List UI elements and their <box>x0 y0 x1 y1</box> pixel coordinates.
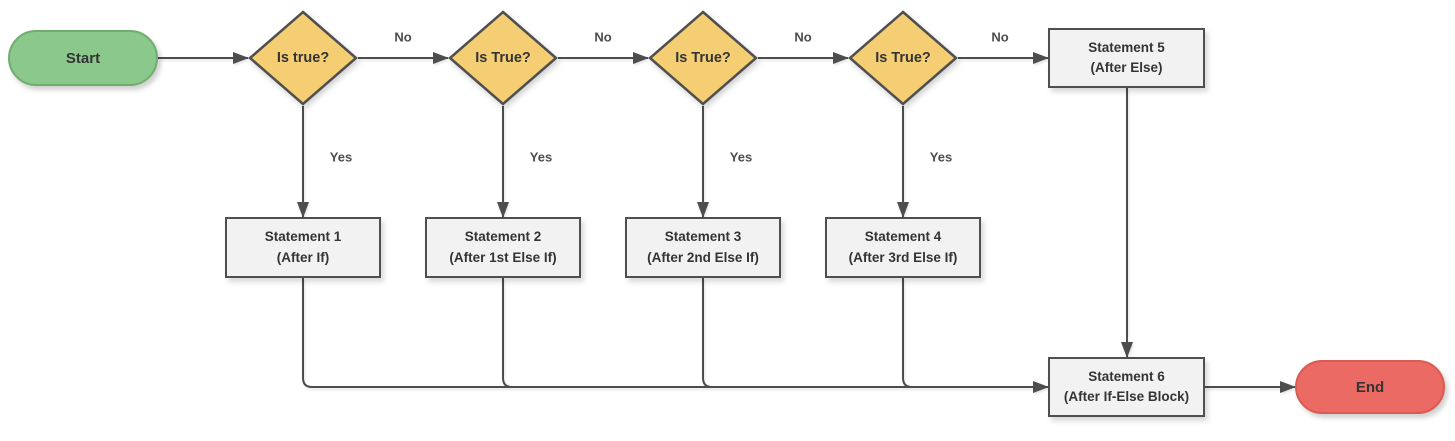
node-decision-1: Is true? <box>248 10 358 106</box>
node-decision-2-label: Is True? <box>475 50 531 66</box>
node-decision-1-label: Is true? <box>276 50 330 66</box>
node-statement-6-title: Statement 6 <box>1088 368 1165 384</box>
diamond-shape-icon <box>248 10 358 106</box>
node-start: Start <box>8 30 158 86</box>
node-statement-1-title: Statement 1 <box>264 229 342 245</box>
edge-label-yes-1: Yes <box>329 149 353 165</box>
node-end: End <box>1295 360 1445 414</box>
node-statement-5-title: Statement 5 <box>1088 39 1165 55</box>
node-statement-4-subtitle: (After 3rd Else If) <box>848 249 958 265</box>
diamond-shape-icon <box>448 10 558 106</box>
edge-statement2-merge <box>502 278 513 388</box>
edge-statement1-to-statement6 <box>302 278 1049 393</box>
node-statement-1: Statement 1 (After If) <box>225 217 381 278</box>
diamond-shape-icon <box>848 10 958 106</box>
node-decision-2: Is True? <box>448 10 558 106</box>
edge-statement4-merge <box>902 278 913 388</box>
node-statement-4-title: Statement 4 <box>864 229 942 245</box>
node-statement-3-subtitle: (After 2nd Else If) <box>647 249 759 265</box>
edge-statement3-merge <box>702 278 713 388</box>
node-statement-6-subtitle: (After If-Else Block) <box>1063 389 1190 404</box>
diamond-shape-icon <box>648 10 758 106</box>
node-decision-4-label: Is True? <box>875 50 931 66</box>
node-decision-3-label: Is True? <box>675 50 731 66</box>
node-statement-1-subtitle: (After If) <box>276 249 330 265</box>
node-statement-5: Statement 5 (After Else) <box>1048 28 1205 88</box>
node-statement-5-subtitle: (After Else) <box>1090 60 1163 75</box>
node-statement-4: Statement 4 (After 3rd Else If) <box>825 217 981 278</box>
edge-label-no-3: No <box>794 29 812 45</box>
node-statement-3-title: Statement 3 <box>664 229 742 245</box>
edge-label-yes-3: Yes <box>729 149 753 165</box>
node-statement-3: Statement 3 (After 2nd Else If) <box>625 217 781 278</box>
node-statement-2-subtitle: (After 1st Else If) <box>449 249 557 265</box>
edge-label-yes-2: Yes <box>529 149 553 165</box>
node-decision-3: Is True? <box>648 10 758 106</box>
node-statement-2: Statement 2 (After 1st Else If) <box>425 217 581 278</box>
edge-label-no-4: No <box>991 29 1009 45</box>
node-end-label: End <box>1355 378 1385 396</box>
edge-label-yes-4: Yes <box>929 149 953 165</box>
node-decision-4: Is True? <box>848 10 958 106</box>
node-statement-6: Statement 6 (After If-Else Block) <box>1048 357 1205 417</box>
node-statement-2-title: Statement 2 <box>464 229 542 245</box>
node-start-label: Start <box>65 49 101 67</box>
edge-label-no-2: No <box>594 29 612 45</box>
edge-label-no-1: No <box>394 29 412 45</box>
